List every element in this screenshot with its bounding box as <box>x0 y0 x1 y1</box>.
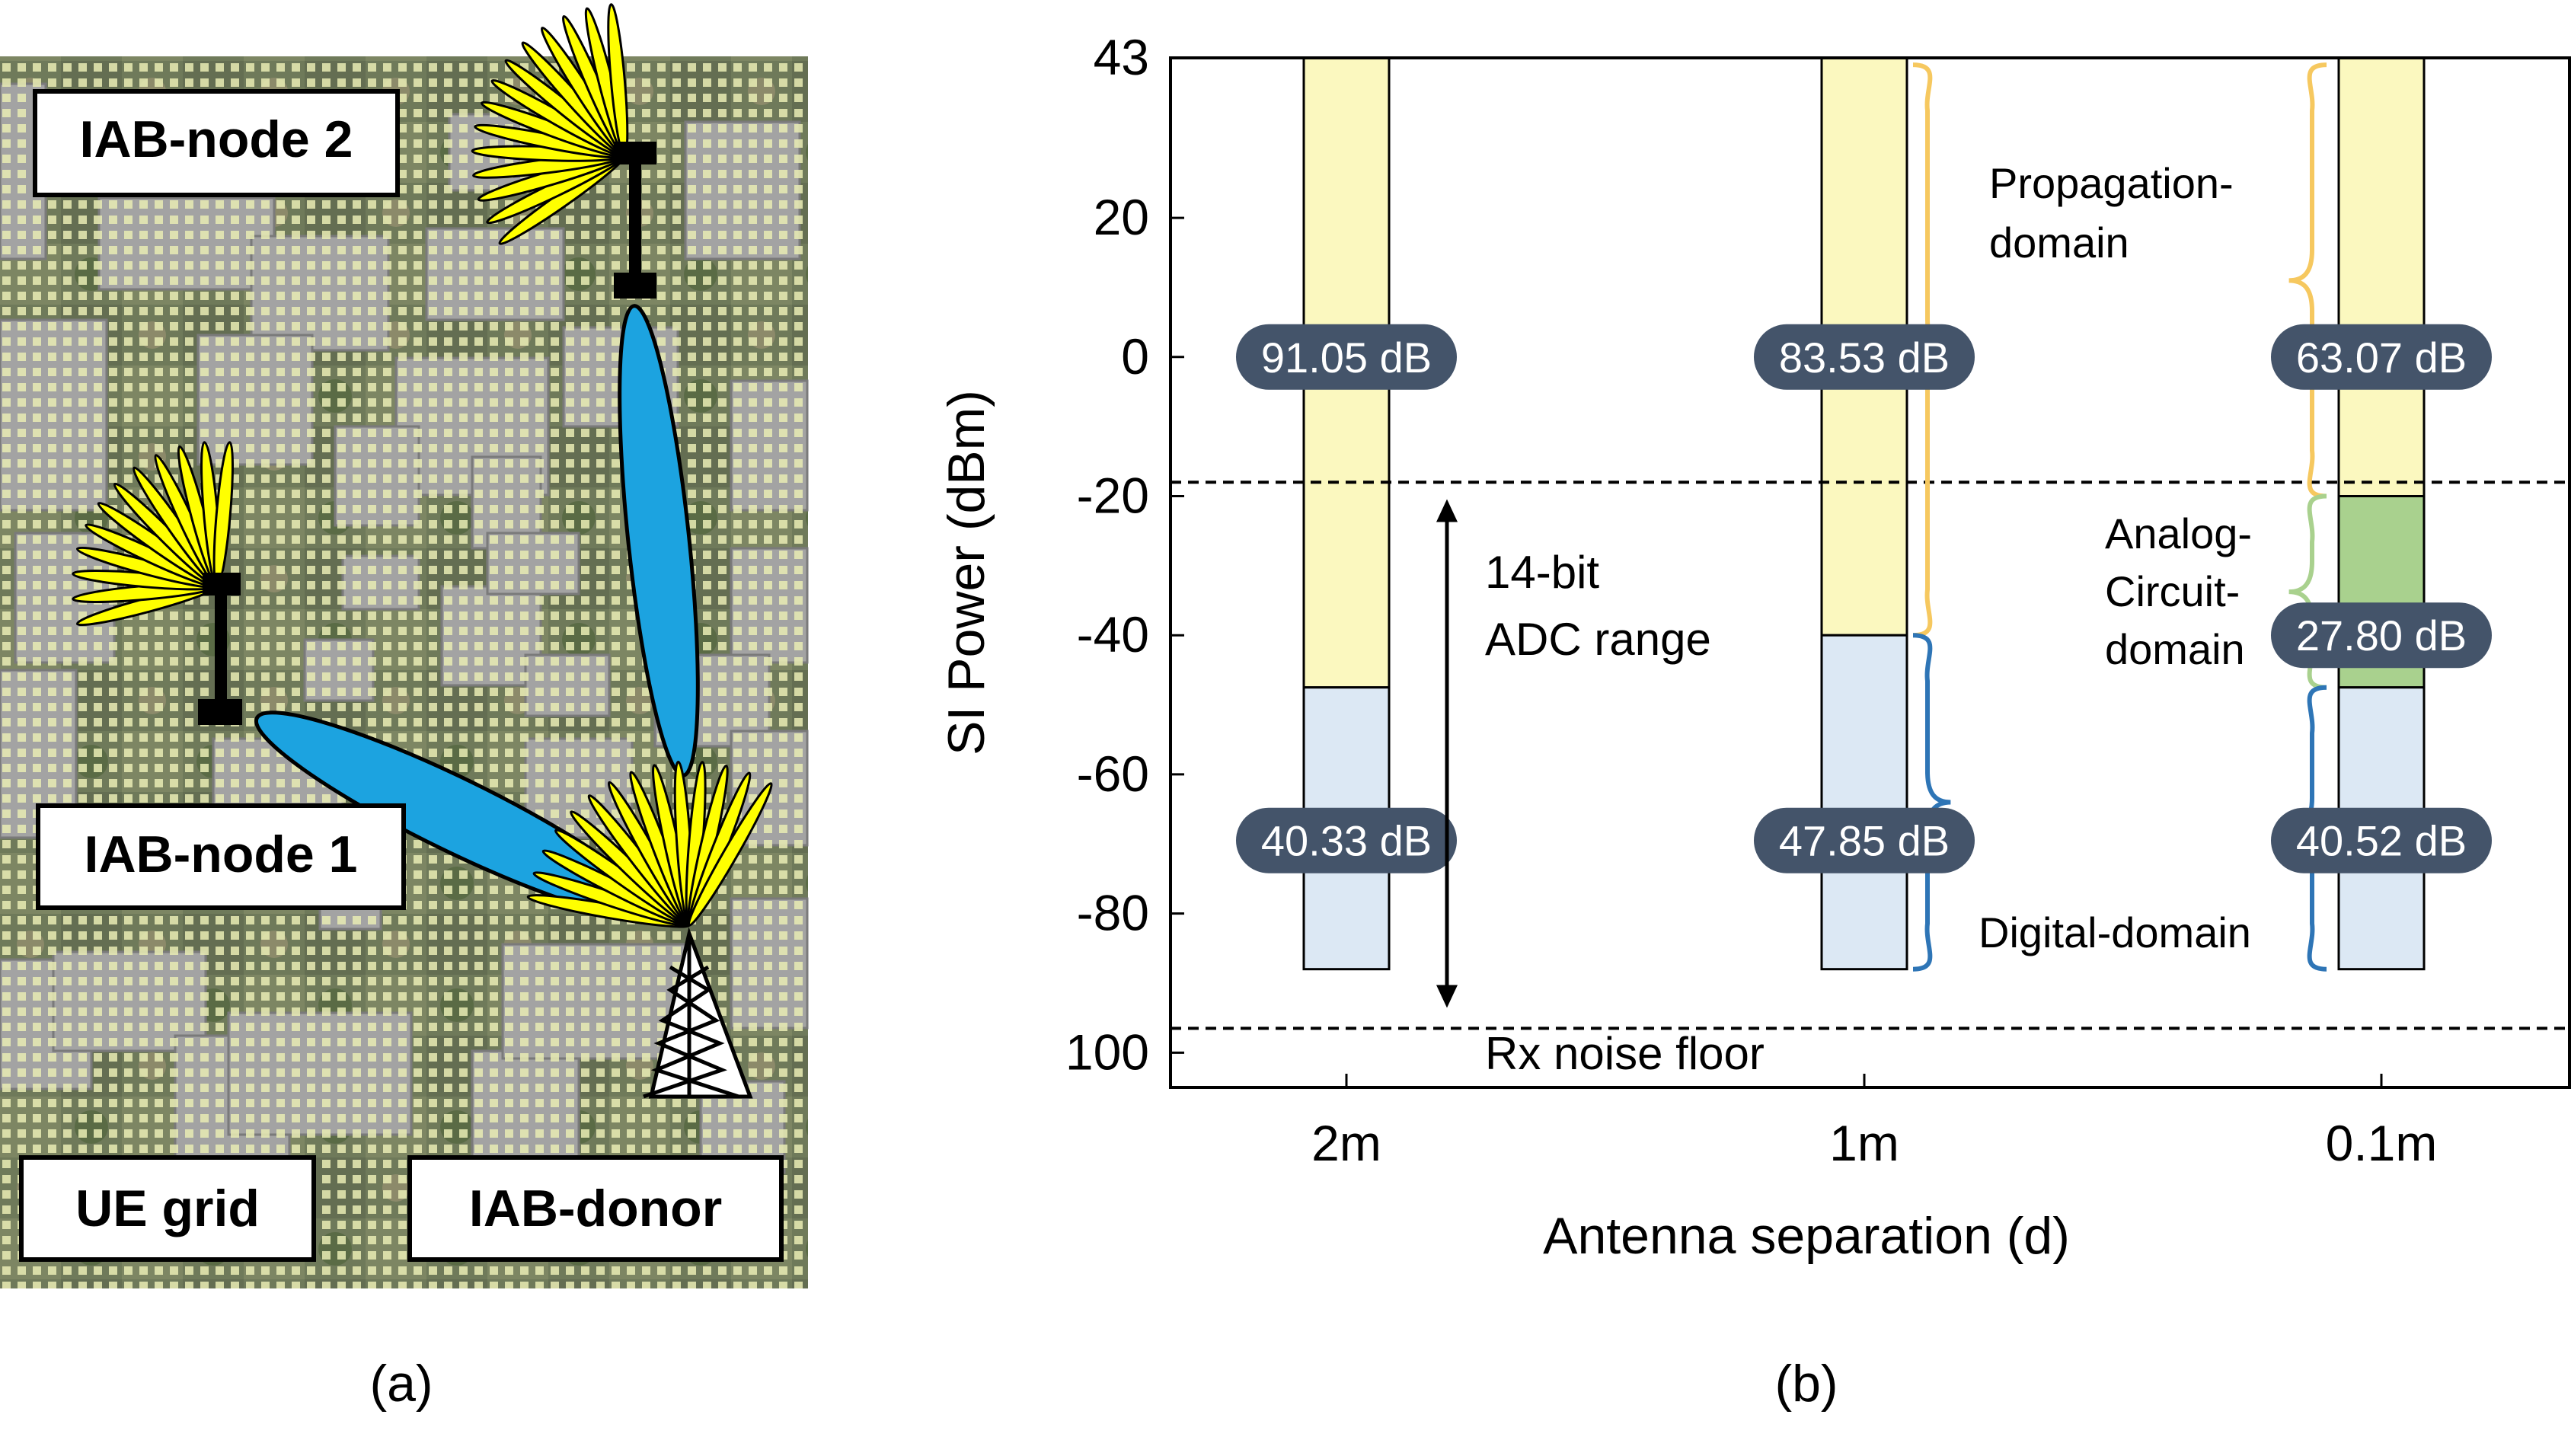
caption-b: (b) <box>1774 1355 1838 1413</box>
iab-node-2-icon <box>614 142 656 299</box>
badge-text: 27.80 dB <box>2296 611 2467 659</box>
attenuation-badges: 91.05 dB 40.33 dB 83.53 dB 47.85 dB 63.07 dB… <box>1236 324 2492 873</box>
donor-access-beams <box>526 760 773 928</box>
badge-1m-digital: 47.85 dB <box>1754 807 1975 873</box>
x-tick-label: 0.1m <box>2326 1115 2438 1171</box>
adc-label-line2: ADC range <box>1485 614 1711 665</box>
label-iab-node-2: IAB-node 2 <box>33 89 400 197</box>
x-axis-ticks: 2m 1m 0.1m <box>1311 1074 2437 1171</box>
y-axis-ticks: 43 20 0 -20 -40 -60 -80 100 <box>1065 29 1184 1080</box>
badge-text: 91.05 dB <box>1261 334 1432 382</box>
reference-lines <box>1171 481 2569 1030</box>
adc-label-line1: 14-bit <box>1485 547 1599 598</box>
badge-text: 40.33 dB <box>1261 817 1432 865</box>
si-power-chart: 43 20 0 -20 -40 -60 -80 100 2m 1m 0.1m 91.05 dB 40… <box>937 29 2571 1413</box>
label-ue-grid-text: UE grid <box>75 1180 260 1237</box>
node1-access-beams <box>72 441 234 627</box>
y-tick-label: 100 <box>1065 1023 1149 1080</box>
analog-label-line3: domain <box>2105 625 2245 673</box>
analog-label-line2: Circuit- <box>2105 567 2240 615</box>
y-tick-label: -60 <box>1077 746 1149 802</box>
caption-a: (a) <box>369 1355 433 1413</box>
badge-0.1m-digital: 40.52 dB <box>2271 807 2492 873</box>
propagation-label-line1: Propagation- <box>1989 159 2234 207</box>
backhaul-beams <box>254 304 700 919</box>
brace-01m-propagation <box>2288 62 2327 499</box>
access-beams <box>72 3 773 928</box>
y-tick-label: 0 <box>1121 328 1149 385</box>
badge-text: 40.52 dB <box>2296 817 2467 865</box>
digital-label: Digital-domain <box>1979 908 2251 956</box>
y-tick-label: -40 <box>1077 606 1149 663</box>
y-tick-label: 43 <box>1094 29 1149 85</box>
label-iab-donor: IAB-donor <box>407 1155 784 1262</box>
x-tick-label: 2m <box>1311 1115 1381 1171</box>
plot-frame <box>1169 56 2571 1089</box>
badge-text: 63.07 dB <box>2296 334 2467 382</box>
label-iab-node-1: IAB-node 1 <box>36 803 406 910</box>
badge-0.1m-propagation: 63.07 dB <box>2271 324 2492 390</box>
node2-access-beams <box>471 3 629 245</box>
badge-0.1m-analog: 27.80 dB <box>2271 602 2492 669</box>
label-iab-node-1-text: IAB-node 1 <box>85 825 358 883</box>
badge-2m-digital: 40.33 dB <box>1236 807 1457 873</box>
brace-1m-digital <box>1912 633 1951 972</box>
label-ue-grid: UE grid <box>19 1155 316 1262</box>
propagation-label-line2: domain <box>1989 219 2129 267</box>
iab-node-1-icon <box>198 573 242 725</box>
bar-0.1m-propagation <box>2337 56 2426 498</box>
label-iab-donor-text: IAB-donor <box>469 1180 722 1237</box>
noise-floor-label: Rx noise floor <box>1485 1028 1765 1079</box>
x-axis-title: Antenna separation (d) <box>1543 1207 2070 1265</box>
iab-donor-tower-icon <box>643 927 753 1099</box>
bar-1m-digital <box>1820 634 1908 971</box>
y-tick-label: 20 <box>1094 189 1149 245</box>
badge-text: 47.85 dB <box>1779 817 1950 865</box>
y-tick-label: -20 <box>1077 468 1149 524</box>
badge-1m-propagation: 83.53 dB <box>1754 324 1975 390</box>
map-panel: IAB-node 2 IAB-node 1 UE grid IAB-donor … <box>0 3 809 1413</box>
label-iab-node-2-text: IAB-node 2 <box>80 110 353 168</box>
y-tick-label: -80 <box>1077 885 1149 941</box>
badge-2m-propagation: 91.05 dB <box>1236 324 1457 390</box>
adc-range-arrow <box>1436 499 1458 1008</box>
badge-text: 83.53 dB <box>1779 334 1950 382</box>
x-tick-label: 1m <box>1829 1115 1899 1171</box>
analog-label-line1: Analog- <box>2105 509 2252 557</box>
y-axis-title: SI Power (dBm) <box>937 390 995 755</box>
